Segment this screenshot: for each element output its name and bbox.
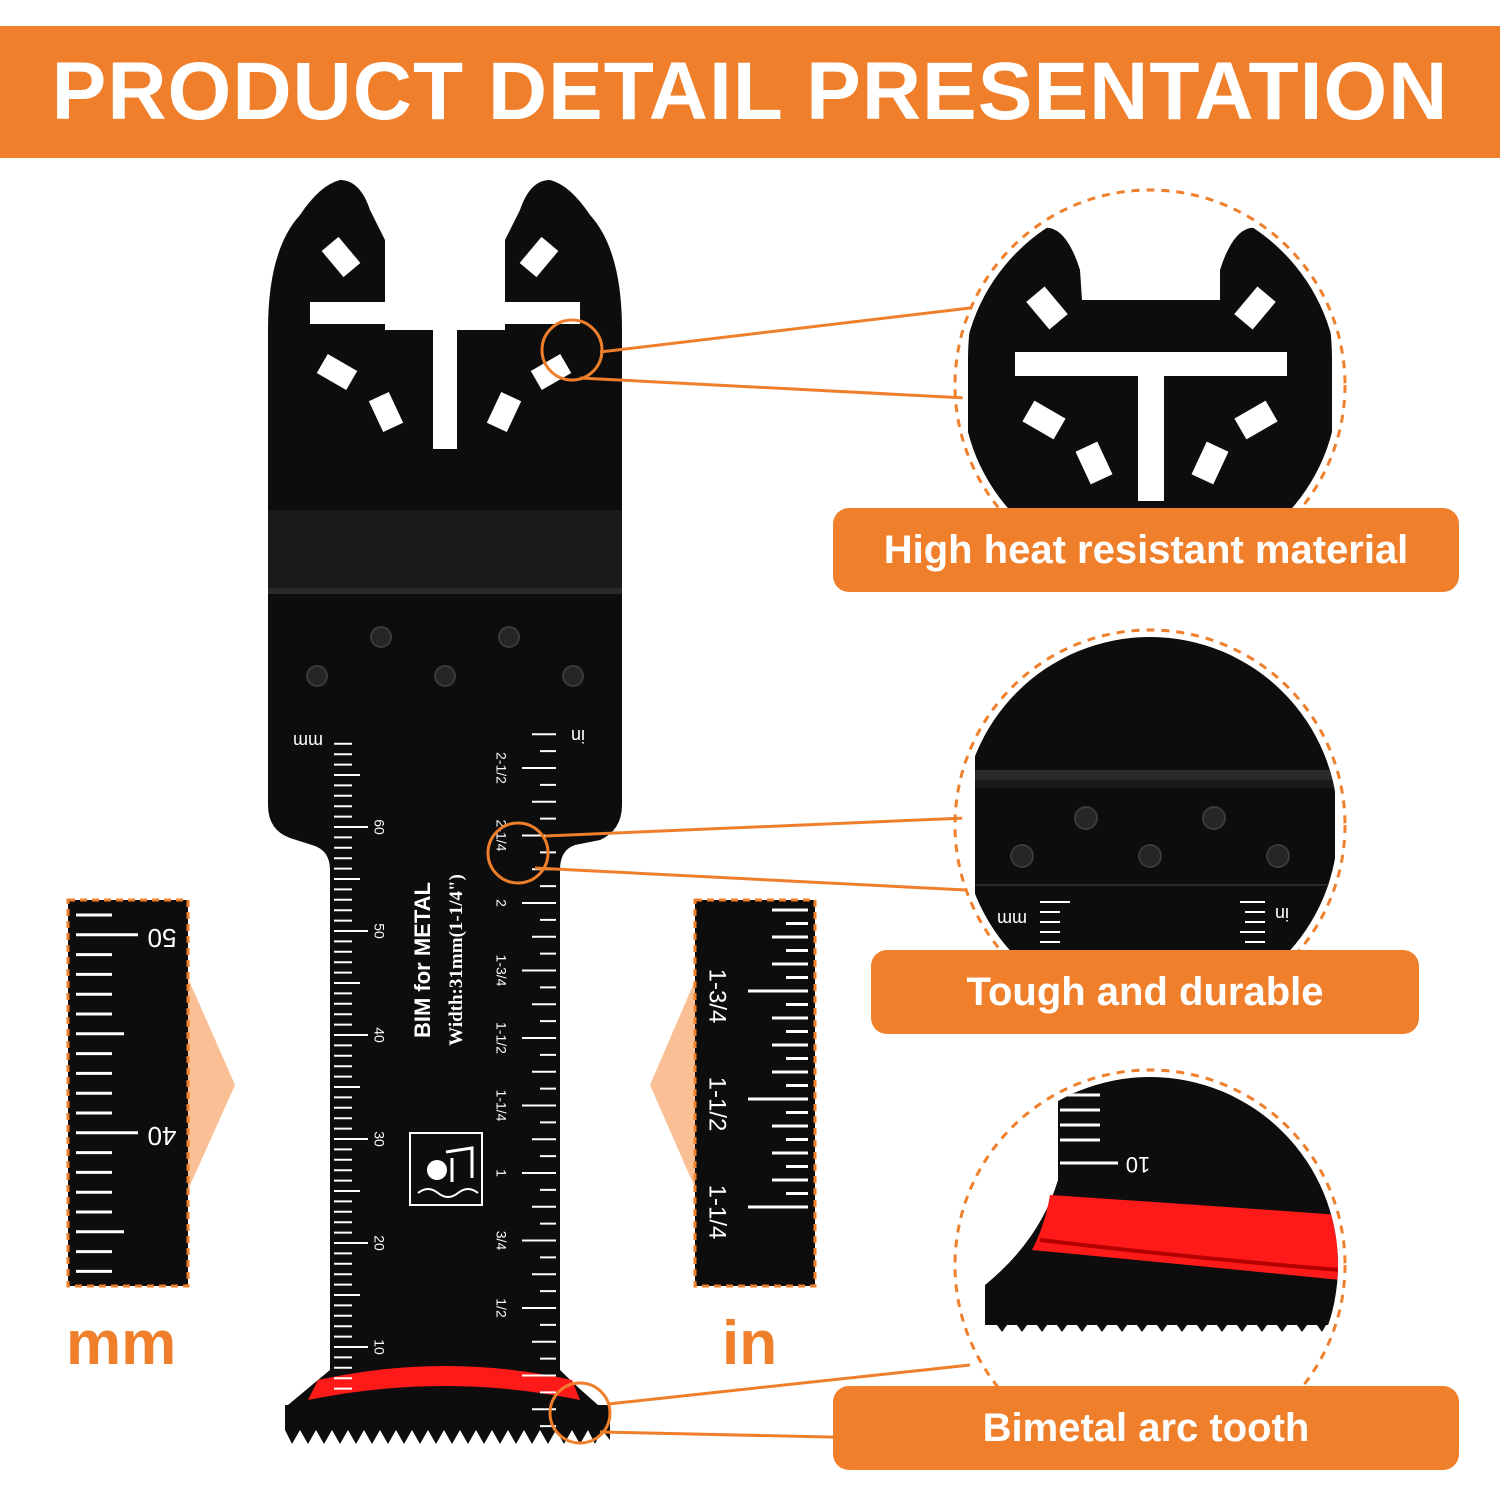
saw-blade bbox=[268, 180, 622, 1444]
mm-tick-label: 20 bbox=[371, 1235, 387, 1251]
header-banner: PRODUCT DETAIL PRESENTATION bbox=[0, 26, 1500, 158]
in-unit-caption: in bbox=[722, 1309, 778, 1378]
mm-scale-zoom: 50 40 bbox=[66, 898, 235, 1288]
mm-unit-caption: mm bbox=[66, 1309, 177, 1378]
mm-tick-label: 40 bbox=[371, 1027, 387, 1043]
feature-label: Bimetal arc tooth bbox=[982, 1405, 1310, 1450]
feature-heat-resistant: High heat resistant material bbox=[833, 508, 1459, 592]
in-zoom-label-1-1-2: 1-1/2 bbox=[704, 1077, 731, 1132]
in-scale-zoom: 1-3/4 1-1/2 1-1/4 bbox=[650, 898, 817, 1288]
metal-material-icon bbox=[409, 1132, 483, 1206]
mm-zoom-label-40: 40 bbox=[148, 1121, 177, 1151]
feature-bimetal-tooth: Bimetal arc tooth bbox=[833, 1386, 1459, 1470]
in-zoom-label-1-3-4: 1-3/4 bbox=[704, 969, 731, 1024]
feature-label: Tough and durable bbox=[966, 969, 1324, 1014]
page-title: PRODUCT DETAIL PRESENTATION bbox=[51, 46, 1449, 137]
in-tick-label: 1-1/2 bbox=[493, 1022, 509, 1054]
feature-label: High heat resistant material bbox=[883, 527, 1409, 572]
in-tick-label: 1-3/4 bbox=[493, 955, 509, 987]
in-zoom-label-1-1-4: 1-1/4 bbox=[704, 1185, 731, 1240]
feature-tough-durable: Tough and durable bbox=[871, 950, 1419, 1034]
in-tick-label: 3/4 bbox=[493, 1231, 509, 1251]
mm-tick-label: 60 bbox=[371, 819, 387, 835]
in-tick-label: 1/2 bbox=[493, 1298, 509, 1318]
in-tick-label: 2-1/2 bbox=[493, 752, 509, 784]
blade-mm-ruler: 10 20 30 40 50 60 bbox=[334, 742, 387, 1390]
mm-tick-label: 10 bbox=[371, 1339, 387, 1355]
mm-tick-label: 30 bbox=[371, 1131, 387, 1147]
in-tick-label: 2 bbox=[493, 899, 509, 907]
mm-tick-label: 50 bbox=[371, 923, 387, 939]
zoom-in-unit: in bbox=[1275, 904, 1289, 924]
blade-width-text: Width:31mm(1-1/4") bbox=[446, 874, 467, 1046]
zoom-mm-unit: mm bbox=[997, 909, 1027, 929]
in-unit-label: in bbox=[571, 726, 585, 746]
in-tick-label: 2-1/4 bbox=[493, 820, 509, 852]
in-tick-label: 1-1/4 bbox=[493, 1090, 509, 1122]
blade-type-text: BIM for METAL bbox=[410, 882, 435, 1038]
svg-text:10: 10 bbox=[1126, 1152, 1150, 1177]
mm-unit-label: mm bbox=[293, 731, 323, 751]
in-tick-label: 1 bbox=[493, 1169, 509, 1177]
mm-zoom-label-50: 50 bbox=[148, 923, 177, 953]
